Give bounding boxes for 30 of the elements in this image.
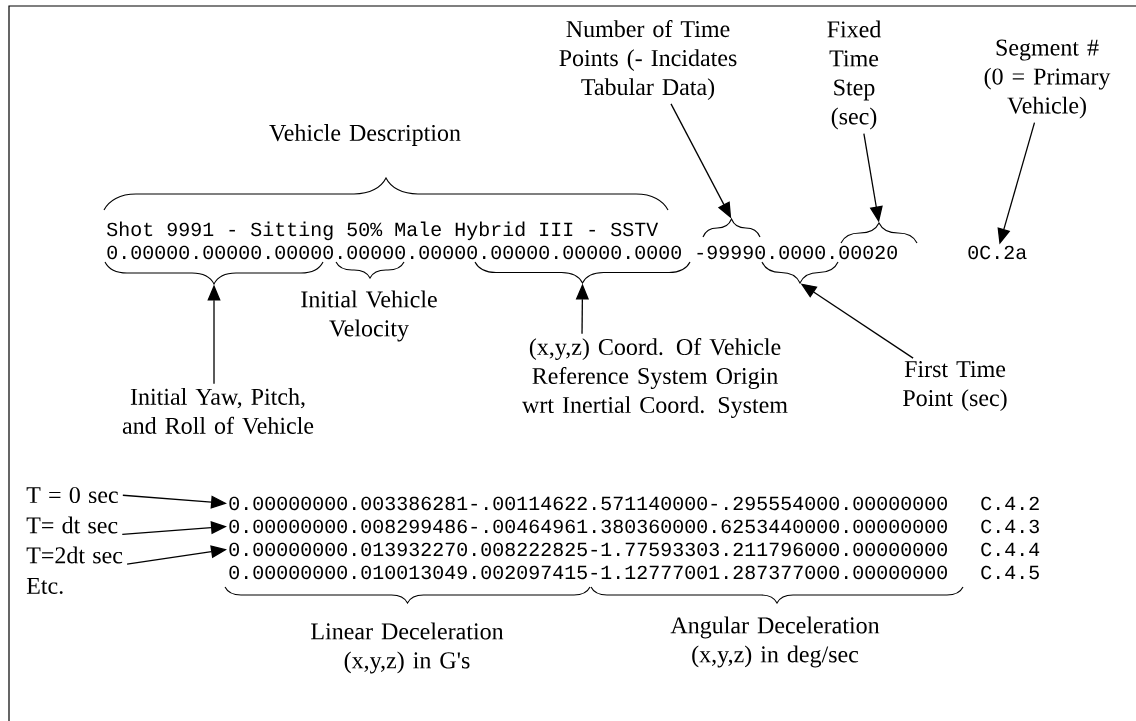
time-label: T= dt sec bbox=[26, 516, 118, 534]
data-row: 0.00000000.003386281-.00114622.571140000-.295554000.00000000 bbox=[229, 496, 947, 511]
callout-text: Number of Time Points (- Incidates Tabular Data) bbox=[559, 20, 737, 100]
row-code: C.4.4 bbox=[981, 542, 1040, 557]
callout-text: Angular Deceleration (x,y,z) in deg/sec bbox=[670, 616, 880, 668]
callout-text: (x,y,z) Coord. Of Vehicle Reference System Origin wrt Inertial Coord. System bbox=[522, 337, 788, 419]
time-label: Etc. bbox=[26, 578, 63, 595]
brace bbox=[702, 218, 761, 238]
data-row: 0.00000000.013932270.008222825-1.77593303.211796000.00000000 bbox=[229, 542, 947, 557]
brace bbox=[104, 261, 324, 285]
data-text: 0C.2a bbox=[968, 245, 1027, 260]
time-label: T = 0 sec bbox=[26, 486, 118, 504]
brace bbox=[761, 261, 839, 284]
callout-text: Linear Deceleration (x,y,z) in G's bbox=[311, 622, 504, 674]
brace bbox=[840, 222, 918, 244]
data-line: 0.00000.00000.00000.00000.00000.00000.00000.0000 -99990.0000.00020 bbox=[107, 245, 897, 260]
callout-text: First Time Point (sec) bbox=[903, 361, 1007, 411]
time-label: T=2dt sec bbox=[26, 546, 123, 564]
callout-text: Fixed Time Step (sec) bbox=[827, 20, 882, 130]
data-row: 0.00000000.010013049.002097415-1.12777001.287377000.00000000 bbox=[229, 565, 947, 580]
callout-text: Segment # (0 = Primary Vehicle) bbox=[984, 39, 1111, 119]
row-code: C.4.2 bbox=[981, 496, 1039, 511]
data-line: Shot 9991 - Sitting 50% Male Hybrid III - SSTV bbox=[106, 221, 659, 241]
brace bbox=[474, 261, 691, 284]
row-code: C.4.5 bbox=[981, 565, 1039, 580]
row-code: C.4.3 bbox=[981, 519, 1039, 534]
callout-text: Initial Vehicle Velocity bbox=[301, 290, 437, 342]
data-row: 0.00000000.008299486-.00464961.380360000.6253440000.00000000 bbox=[229, 519, 947, 534]
callout-text: Vehicle Description bbox=[269, 124, 461, 146]
callout-text: Initial Yaw, Pitch, and Roll of Vehicle bbox=[122, 388, 314, 434]
